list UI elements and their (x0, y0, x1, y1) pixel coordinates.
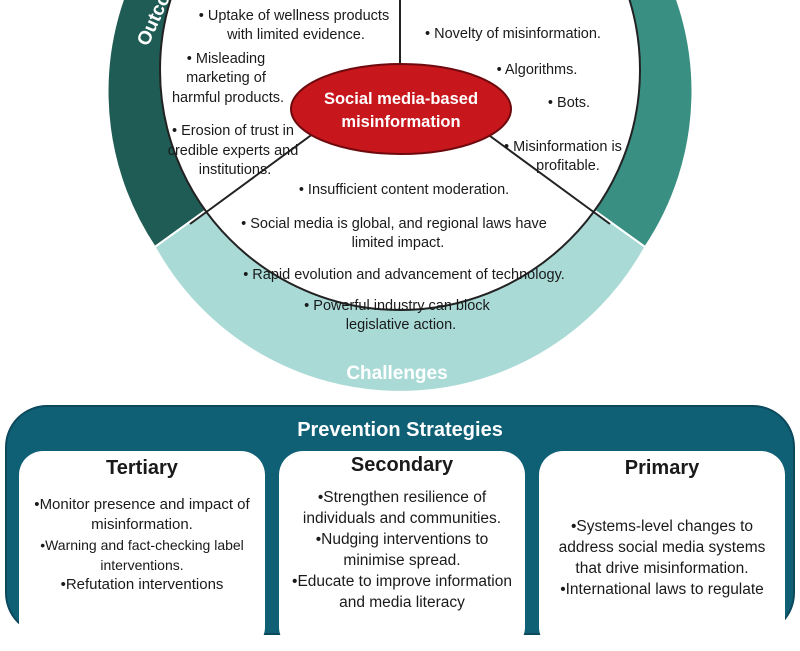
challenge-item-1: • Insufficient content moderation. (299, 182, 509, 198)
driver-item-2: • Algorithms. (497, 62, 578, 78)
misinformation-circle-diagram: Social media-based misinformation Outcom… (106, 0, 694, 393)
primary-card: Primary Systems-level changes to address… (539, 451, 785, 651)
tertiary-card: Tertiary Monitor presence and impact of … (19, 451, 265, 651)
challenge-item-2: • Social media is global, and regional l… (241, 216, 551, 251)
primary-list: Systems-level changes to address social … (549, 516, 775, 600)
challenge-item-3: • Rapid evolution and advancement of tec… (243, 267, 565, 283)
secondary-item-2: Nudging interventions to minimise spread… (289, 529, 515, 571)
driver-item-3: • Bots. (548, 95, 590, 111)
prevention-strategies-panel: Prevention Strategies Tertiary Monitor p… (5, 405, 795, 651)
center-ellipse (290, 63, 512, 155)
driver-item-4: • Misinformation is profitable. (504, 139, 626, 174)
primary-item-1: Systems-level changes to address social … (549, 516, 775, 579)
primary-item-2: International laws to regulate (549, 579, 775, 600)
prevention-title: Prevention Strategies (297, 419, 503, 441)
tertiary-item-2: Warning and fact-checking label interven… (29, 535, 255, 575)
tertiary-item-1: Monitor presence and impact of misinform… (29, 495, 255, 535)
challenge-item-4: • Powerful industry can block legislativ… (304, 298, 494, 333)
secondary-item-3: Educate to improve information and media… (289, 571, 515, 613)
primary-title: Primary (624, 457, 700, 479)
center-label-line2: misinformation (341, 113, 460, 131)
secondary-list: Strengthen resilience of individuals and… (289, 487, 515, 613)
outcome-item-1: • Uptake of wellness products with limit… (199, 8, 393, 43)
challenges-ring-title: Challenges (346, 363, 447, 384)
driver-item-1: • Novelty of misinformation. (425, 26, 601, 42)
secondary-item-1: Strengthen resilience of individuals and… (289, 487, 515, 529)
tertiary-title: Tertiary (106, 457, 178, 479)
outcome-item-3: • Erosion of trust in credible experts a… (168, 123, 303, 178)
center-label-line1: Social media-based (324, 90, 478, 108)
outcome-item-2: • Misleading marketing of harmful produc… (172, 51, 284, 106)
secondary-card: Secondary Strengthen resilience of indiv… (279, 451, 525, 651)
tertiary-item-3: Refutation interventions (29, 575, 255, 595)
secondary-title: Secondary (350, 454, 454, 476)
tertiary-list: Monitor presence and impact of misinform… (29, 495, 255, 595)
